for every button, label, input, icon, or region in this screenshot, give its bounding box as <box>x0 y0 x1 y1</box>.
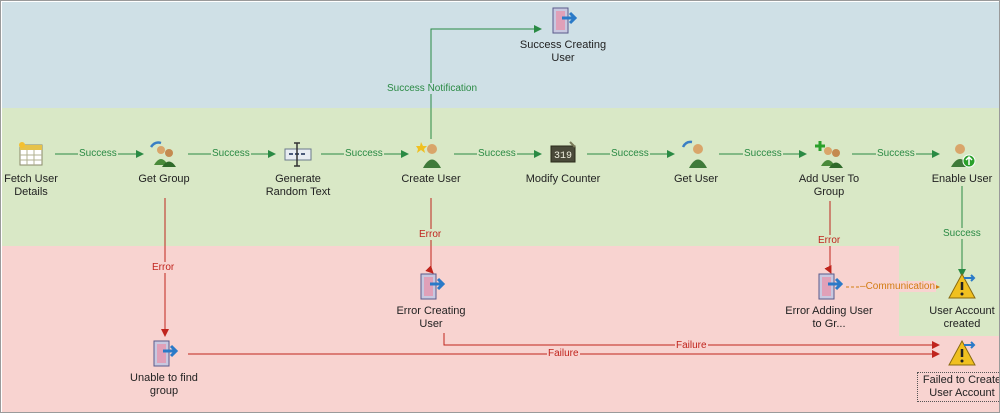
node-failed-to-create[interactable]: Failed to Create User Account <box>917 338 999 402</box>
group-users-icon <box>149 141 176 167</box>
edge-error-creating-failed <box>443 333 940 349</box>
table-icon <box>19 142 43 166</box>
node-get-group[interactable]: Get Group <box>119 139 209 186</box>
get-user-icon <box>681 140 707 168</box>
text-field-icon <box>284 142 312 167</box>
edge-label-error: Error <box>151 262 176 273</box>
exit-door-icon <box>420 273 446 300</box>
edge-label-success: Success <box>610 148 650 159</box>
edge-label-communication: –Communication <box>859 281 937 292</box>
node-unable-to-find-group[interactable]: Unable to find group <box>119 338 209 398</box>
edge-label-failure: Failure <box>675 340 708 351</box>
add-user-group-icon <box>815 141 843 168</box>
node-error-adding-user[interactable]: Error Adding User to Gr... <box>784 271 874 331</box>
warning-exit-icon <box>948 339 976 366</box>
edge-label-success: Success <box>876 148 916 159</box>
node-get-user[interactable]: Get User <box>651 139 741 186</box>
edge-label-success: Success <box>942 228 982 239</box>
error-zone-extension <box>899 336 999 412</box>
edge-label-failure: Failure <box>547 348 580 359</box>
edge-label-error: Error <box>817 235 842 246</box>
edge-label-success: Success <box>743 148 783 159</box>
edge-label-success-notification: Success Notification <box>386 83 479 94</box>
node-generate-random-text[interactable]: Generate Random Text <box>253 139 343 199</box>
exit-door-icon <box>153 340 179 367</box>
edge-create-error <box>425 198 434 274</box>
node-modify-counter[interactable]: 319 Modify Counter <box>518 139 608 186</box>
notification-zone <box>2 2 999 108</box>
edge-label-success: Success <box>78 148 118 159</box>
warning-exit-icon <box>948 272 976 299</box>
edge-adduser-error <box>824 201 832 274</box>
edge-label-success: Success <box>477 148 517 159</box>
enable-user-icon <box>951 144 976 168</box>
edge-label-success: Success <box>211 148 251 159</box>
exit-door-icon <box>818 273 844 300</box>
error-zone <box>2 246 899 412</box>
exit-door-icon <box>552 7 578 34</box>
main-flow-zone <box>2 108 999 246</box>
node-enable-user[interactable]: Enable User <box>917 139 999 186</box>
node-user-account-created[interactable]: User Account created <box>917 271 999 331</box>
node-add-user-to-group[interactable]: Add User To Group <box>784 139 874 199</box>
counter-icon: 319 <box>550 141 576 163</box>
svg-text:319: 319 <box>554 151 572 162</box>
node-create-user[interactable]: Create User <box>386 139 476 186</box>
edge-label-success: Success <box>344 148 384 159</box>
edge-label-error: Error <box>418 229 443 240</box>
new-user-icon <box>416 142 441 168</box>
node-fetch-user-details[interactable]: Fetch User Details <box>1 139 76 199</box>
node-error-creating-user[interactable]: Error Creating User <box>386 271 476 331</box>
node-success-creating-user[interactable]: Success Creating User <box>518 5 608 65</box>
edge-create-success-notification <box>430 25 542 139</box>
